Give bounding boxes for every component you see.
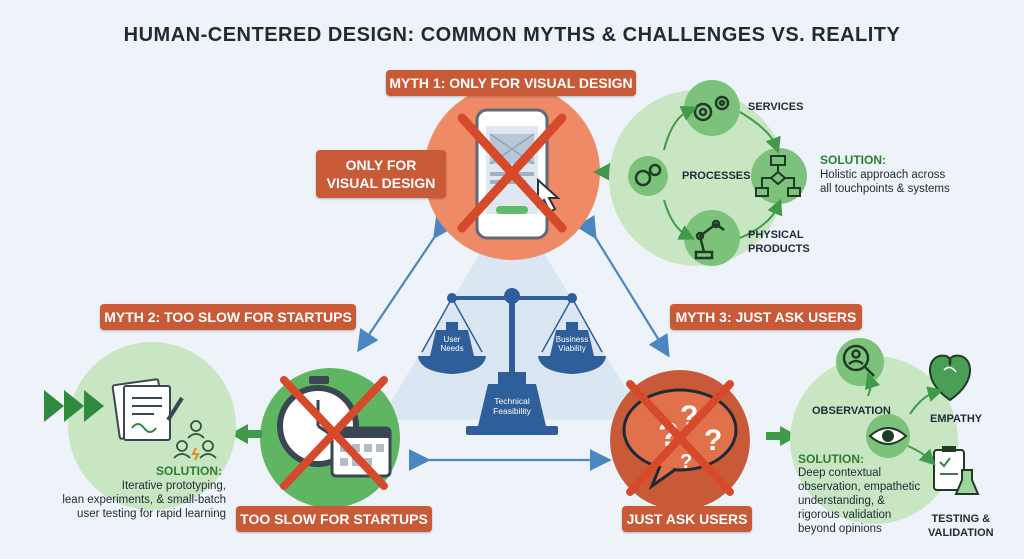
solution3-line1: Deep contextual	[798, 467, 882, 479]
fast-forward-icon	[44, 390, 104, 422]
business-viability-label: Business Viability	[540, 335, 604, 353]
technical-feasibility-line2: Feasibility	[493, 406, 531, 416]
user-needs-line1: User	[443, 335, 461, 344]
magnifier-person-icon	[842, 344, 875, 377]
arrow-to-solution2	[230, 424, 262, 444]
solution2-line3: user testing for rapid learning	[77, 508, 226, 520]
balance-scale-icon	[418, 288, 606, 435]
processes-bubble	[628, 156, 668, 196]
svg-text:?: ?	[704, 424, 722, 457]
gear-icon	[634, 163, 662, 187]
solution2-line2: lean experiments, & small-batch	[62, 494, 226, 506]
myth3-header: MYTH 3: JUST ASK USERS	[670, 304, 862, 330]
team-icon	[173, 420, 217, 461]
flowchart-icon	[755, 155, 801, 197]
flowchart-bubble	[751, 148, 807, 204]
solution3-line3: understanding, &	[798, 495, 885, 507]
physical-products-line2: PRODUCTS	[748, 243, 810, 255]
solution1-heading: SOLUTION:	[820, 153, 886, 167]
reality1-circle	[609, 90, 785, 266]
cross-out-icon	[457, 113, 567, 233]
testing-validation-line1: TESTING &	[931, 513, 991, 525]
cross-out-icon	[280, 376, 388, 490]
services-bubble	[684, 80, 740, 136]
myth1-side-label: ONLY FOR VISUAL DESIGN	[316, 150, 446, 198]
solution1-text: Holistic approach across all touchpoints…	[820, 168, 950, 196]
svg-text:?: ?	[680, 451, 692, 473]
testing-validation-line2: VALIDATION	[928, 527, 994, 539]
physical-products-label: PHYSICAL PRODUCTS	[748, 228, 810, 256]
arrow-to-solution1	[593, 162, 622, 182]
physical-products-line1: PHYSICAL	[748, 229, 804, 241]
observation-label: OBSERVATION	[812, 405, 891, 417]
solution2-line1: Iterative prototyping,	[121, 480, 226, 492]
myth1-side-label-line1: ONLY FOR	[345, 157, 417, 173]
user-needs-label: User Needs	[426, 335, 478, 353]
robot-arm-icon	[694, 219, 725, 260]
calendar-icon	[330, 426, 392, 478]
arrow-to-solution3	[766, 426, 798, 446]
page-title: HUMAN-CENTERED DESIGN: COMMON MYTHS & CH…	[123, 24, 901, 46]
solution3-text: Deep contextual observation, empathetic …	[798, 466, 920, 536]
connector-myth1-myth3	[575, 214, 670, 358]
solution2-text: Iterative prototyping, lean experiments,…	[20, 479, 226, 521]
technical-feasibility-label: Technical Feasibility	[478, 396, 546, 416]
clipboard-flask-icon	[933, 446, 980, 495]
solution2-heading: SOLUTION:	[156, 464, 222, 478]
business-viability-line2: Viability	[558, 344, 586, 353]
solution3-line5: beyond opinions	[798, 523, 882, 535]
eye-icon	[868, 427, 908, 445]
documents-icon	[111, 378, 184, 441]
empathy-label: EMPATHY	[930, 413, 983, 425]
myth1-header: MYTH 1: ONLY FOR VISUAL DESIGN	[386, 70, 636, 96]
services-label: SERVICES	[748, 101, 804, 113]
technical-feasibility-line1: Technical	[494, 396, 530, 406]
processes-label: PROCESSES	[682, 170, 751, 182]
solution1-line2: all touchpoints & systems	[820, 183, 950, 195]
myth3-bottom-label: JUST ASK USERS	[622, 506, 752, 532]
testing-validation-label: TESTING & VALIDATION	[928, 512, 994, 540]
cross-out-icon	[626, 380, 734, 496]
myth2-header: MYTH 2: TOO SLOW FOR STARTUPS	[100, 304, 356, 330]
myth1-side-label-line2: VISUAL DESIGN	[326, 175, 436, 191]
solution3-line2: observation, empathetic	[798, 481, 921, 493]
business-viability-line1: Business	[555, 335, 589, 344]
solution3-line4: rigorous validation	[798, 509, 892, 521]
solution1-line1: Holistic approach across	[820, 169, 946, 181]
connector-myth1-myth2	[357, 214, 455, 353]
myth2-bottom-label: TOO SLOW FOR STARTUPS	[236, 506, 432, 532]
solution3-heading: SOLUTION:	[798, 452, 864, 466]
user-needs-line2: Needs	[440, 344, 464, 353]
